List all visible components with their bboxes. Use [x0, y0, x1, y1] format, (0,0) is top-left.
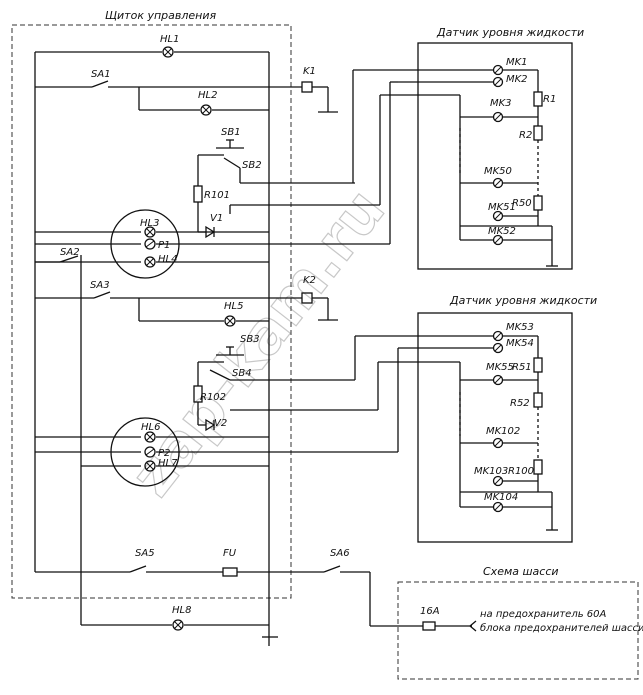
- mk104-contact: [492, 501, 504, 513]
- sensor1-box: [417, 42, 573, 270]
- r100-label: R100: [508, 466, 534, 477]
- mk2-contact: [492, 76, 504, 88]
- v2-diode: [205, 418, 216, 432]
- sa5-label: SA5: [135, 548, 155, 559]
- hl7-label: HL7: [158, 458, 178, 469]
- hl3-label: HL3: [140, 218, 159, 229]
- mk103-contact: [492, 475, 504, 487]
- sb3-label: SB3: [240, 334, 260, 345]
- p1-gauge-element: [144, 238, 156, 250]
- mk54-label: MK54: [506, 338, 534, 349]
- p1-label: P1: [158, 240, 170, 251]
- sb4-label: SB4: [232, 368, 252, 379]
- hl8-label: HL8: [172, 605, 191, 616]
- sensor2-caption: Датчик уровня жидкости: [449, 294, 597, 307]
- chassis-note-line1: на предохранитель 60А: [480, 609, 607, 620]
- mk1-label: MK1: [506, 57, 528, 68]
- mk50-label: MK50: [484, 166, 512, 177]
- sa6-label: SA6: [330, 548, 350, 559]
- hl4-lamp: [144, 256, 156, 268]
- hl8-lamp: [172, 619, 184, 631]
- sensor2-box: [417, 312, 573, 543]
- chassis-caption: Схема шасси: [483, 565, 559, 578]
- fu-fuse: [222, 567, 238, 577]
- v1-label: V1: [210, 213, 223, 224]
- hl5-lamp: [224, 315, 236, 327]
- chassis-boundary: [397, 581, 639, 680]
- mk102-contact: [492, 437, 504, 449]
- mk55-contact: [492, 374, 504, 386]
- sa2-switch: [59, 255, 79, 263]
- fuse-16a-label: 16А: [420, 606, 440, 617]
- chassis-note-line2: блока предохранителей шасси: [480, 622, 643, 634]
- r50-resistor: [533, 195, 543, 211]
- control-panel-caption: Щиток управления: [105, 9, 217, 22]
- r50-label: R50: [512, 198, 532, 209]
- mk103-label: MK103: [474, 466, 508, 477]
- mk53-label: MK53: [506, 322, 534, 333]
- v2-label: V2: [214, 418, 227, 429]
- mk1-contact: [492, 64, 504, 76]
- r51-label: R51: [512, 362, 532, 373]
- k1-relay: [301, 81, 313, 93]
- sb2-switch: [223, 157, 241, 169]
- sb2-label: SB2: [242, 160, 262, 171]
- fu-label: FU: [223, 548, 237, 559]
- mk2-label: MK2: [506, 74, 528, 85]
- r102-label: R102: [200, 392, 226, 403]
- sa2-label: SA2: [60, 247, 80, 258]
- mk50-contact: [492, 177, 504, 189]
- sa3-switch: [93, 291, 111, 299]
- sensor1-caption: Датчик уровня жидкости: [436, 26, 584, 39]
- mk102-label: MK102: [486, 426, 520, 437]
- p2-gauge-element: [144, 446, 156, 458]
- sb4-switch: [209, 369, 231, 381]
- hl6-label: HL6: [141, 422, 160, 433]
- r101-label: R101: [204, 190, 230, 201]
- hl6-lamp: [144, 431, 156, 443]
- sb1-label: SB1: [221, 127, 241, 138]
- sa5-switch: [129, 565, 147, 573]
- mk55-label: MK55: [486, 362, 514, 373]
- r100-resistor: [533, 459, 543, 475]
- mk52-label: MK52: [488, 226, 516, 237]
- hl2-label: HL2: [198, 90, 217, 101]
- mk54-contact: [492, 342, 504, 354]
- hl2-lamp: [200, 104, 212, 116]
- hl1-label: HL1: [160, 34, 179, 45]
- r52-resistor: [533, 392, 543, 408]
- mk3-contact: [492, 111, 504, 123]
- fuse-16a: [422, 621, 436, 631]
- k1-label: K1: [303, 66, 316, 77]
- r101-resistor: [193, 185, 203, 203]
- r1-resistor: [533, 91, 543, 107]
- control-panel-boundary: [11, 24, 292, 599]
- k2-label: K2: [303, 275, 316, 286]
- sa1-switch: [91, 80, 109, 88]
- mk51-label: MK51: [488, 202, 516, 213]
- mk53-contact: [492, 330, 504, 342]
- r2-label: R2: [519, 130, 532, 141]
- p2-label: P2: [158, 448, 170, 459]
- r1-label: R1: [543, 94, 556, 105]
- sa1-label: SA1: [91, 69, 111, 80]
- hl3-lamp: [144, 226, 156, 238]
- r51-resistor: [533, 357, 543, 373]
- hl4-label: HL4: [158, 254, 177, 265]
- hl7-lamp: [144, 460, 156, 472]
- hl5-label: HL5: [224, 301, 243, 312]
- sa6-switch: [323, 565, 341, 573]
- mk104-label: MK104: [484, 492, 518, 503]
- hl1-lamp: [162, 46, 174, 58]
- r2-resistor: [533, 125, 543, 141]
- mk3-label: MK3: [490, 98, 512, 109]
- r52-label: R52: [510, 398, 530, 409]
- chassis-connector: [468, 620, 477, 632]
- sa3-label: SA3: [90, 280, 110, 291]
